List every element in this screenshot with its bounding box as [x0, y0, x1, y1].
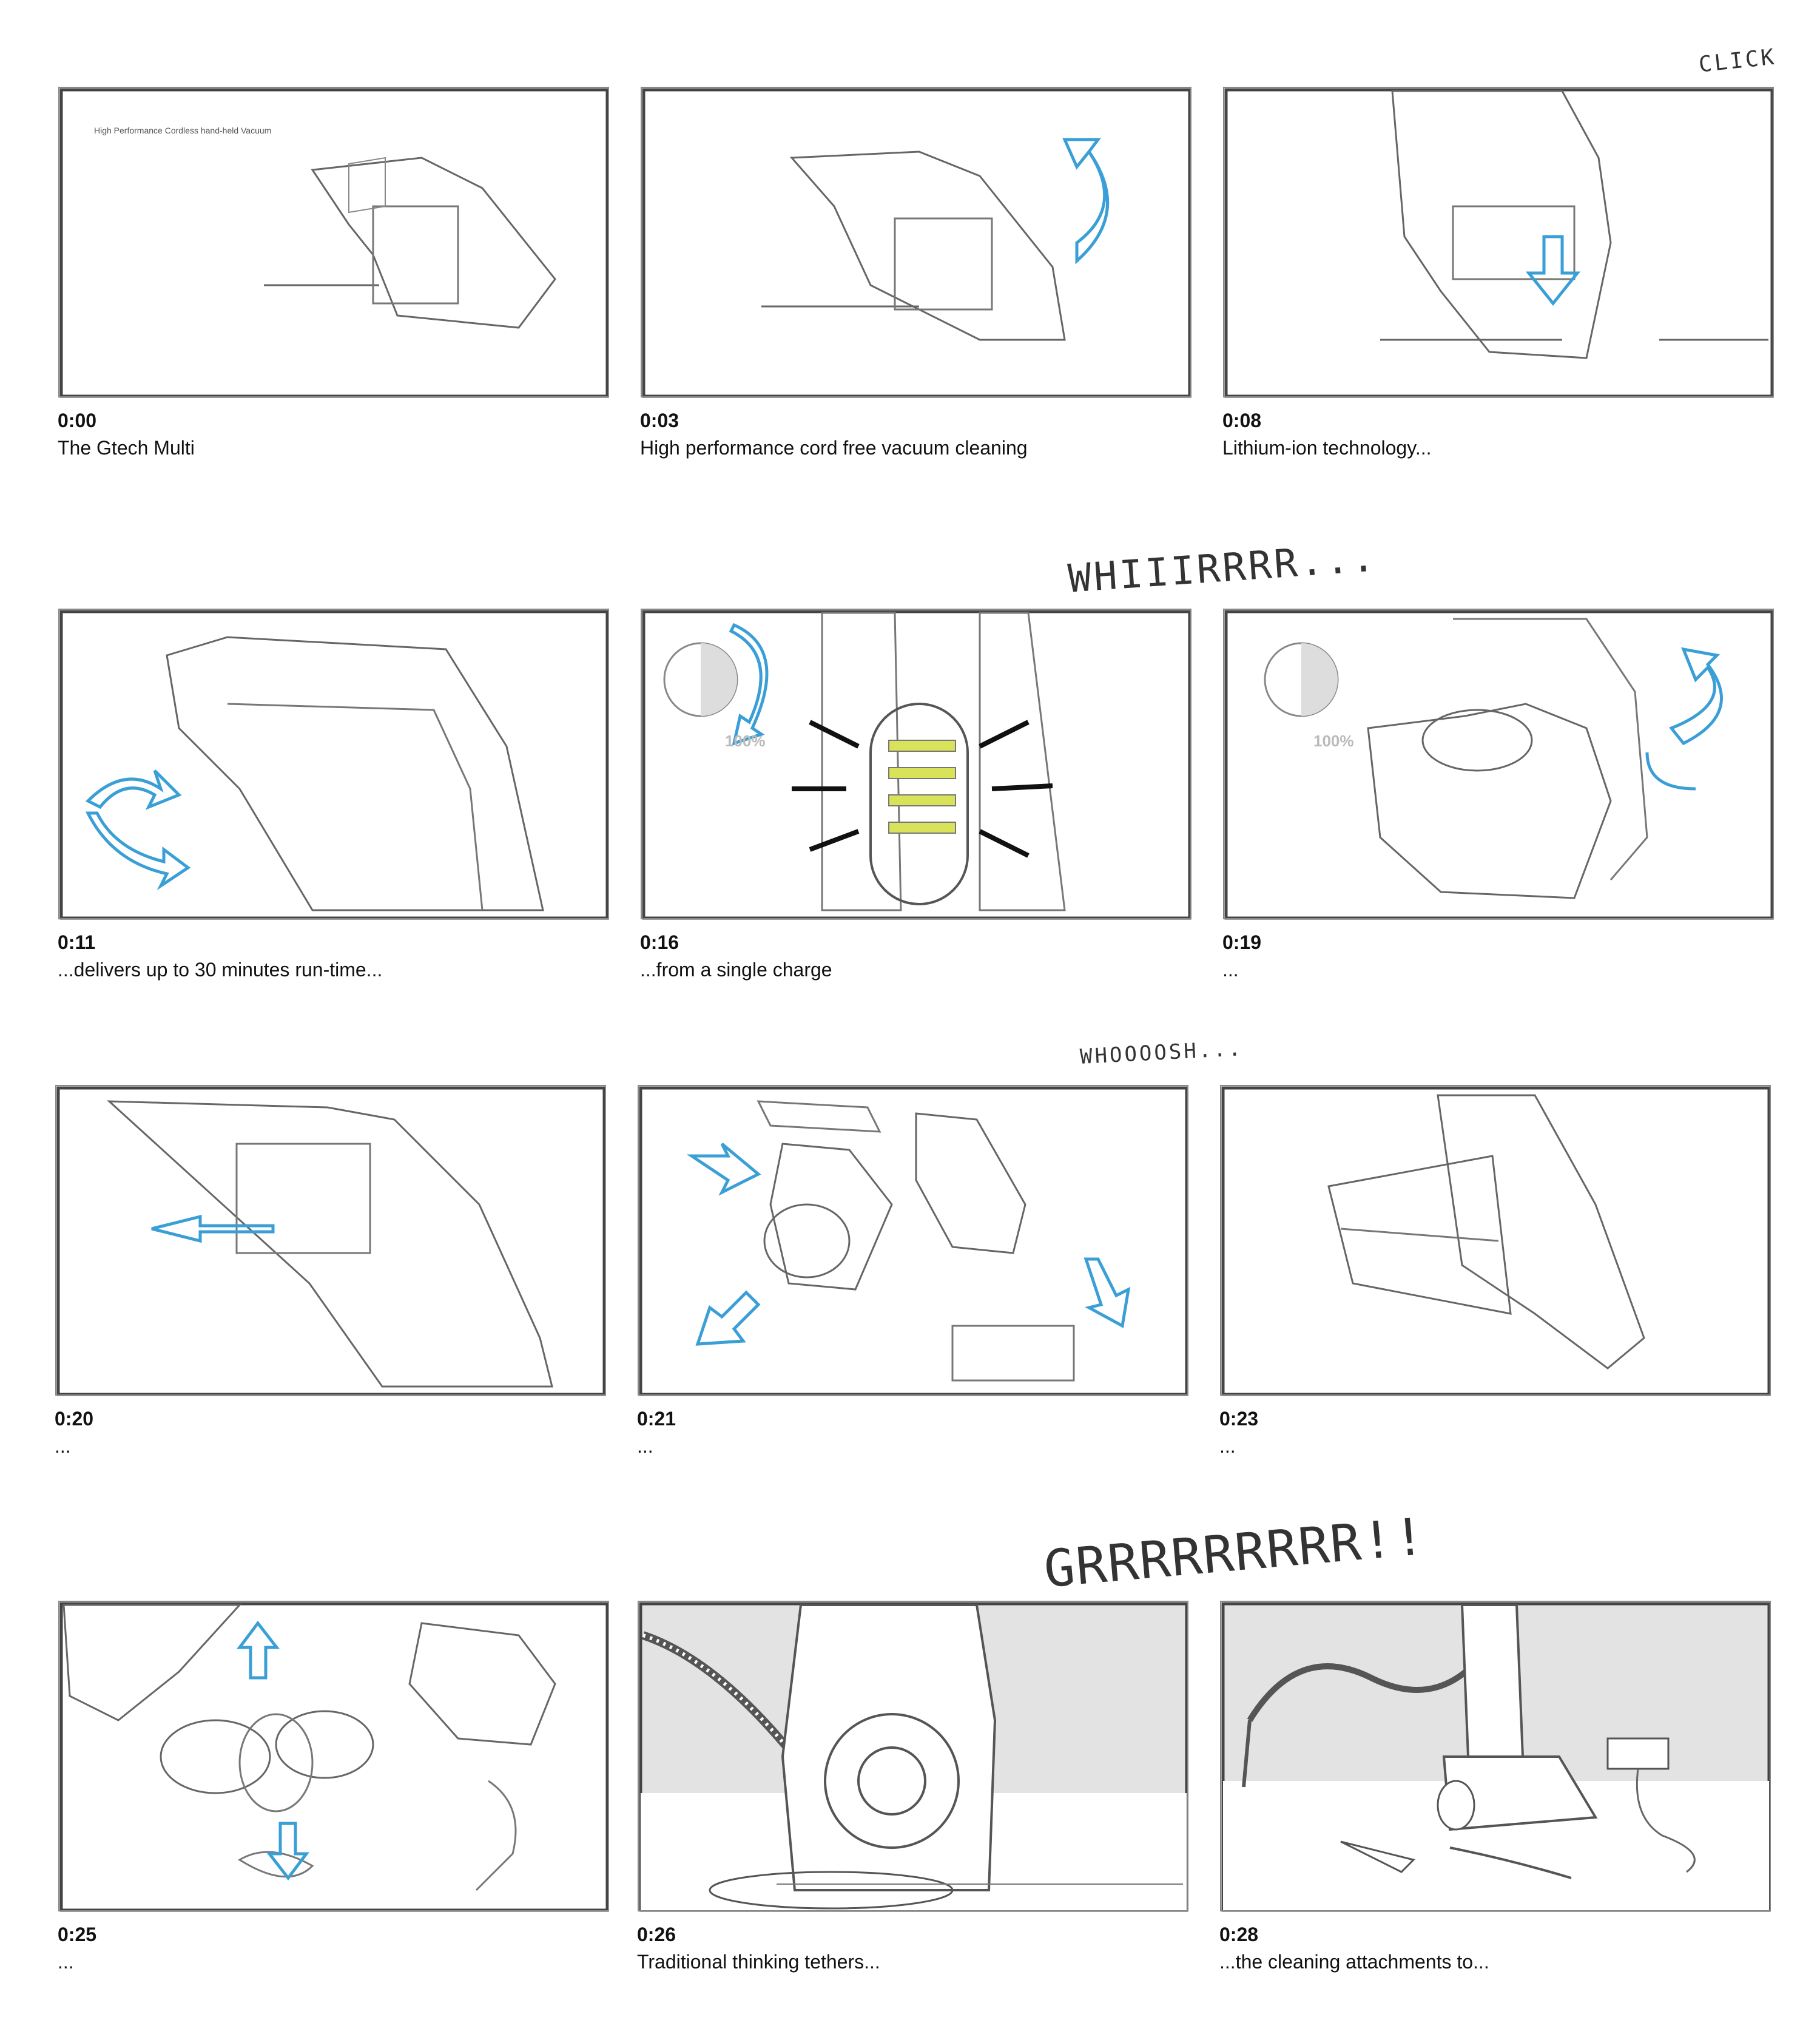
panel-3-caption: Lithium-ion technology...: [1222, 437, 1432, 459]
panel-5-charge-percent: 100%: [725, 732, 766, 750]
sketch-frame-2: [641, 87, 1191, 398]
panel-12-time: 0:28: [1219, 1924, 1259, 1945]
storyboard-panel-10: [58, 1599, 610, 1914]
storyboard-panel-7: [55, 1083, 607, 1399]
panel-8-time: 0:21: [637, 1408, 676, 1430]
sfx-whoosh: WHOOOOSH...: [1079, 1036, 1244, 1070]
panel-1-inset-text: High Performance Cordless hand-held Vacu…: [94, 126, 271, 135]
panel-4-time: 0:11: [58, 931, 96, 953]
storyboard-panel-12: [1219, 1599, 1771, 1914]
panel-10-caption: ...: [58, 1951, 74, 1973]
panel-10-time: 0:25: [58, 1924, 97, 1945]
storyboard-panel-3: [1222, 85, 1774, 400]
sketch-frame-1: High Performance Cordless hand-held Vacu…: [58, 87, 609, 398]
storyboard-panel-8: [637, 1083, 1189, 1399]
sfx-whirr: WHIIIRRRR...: [1067, 535, 1379, 602]
panel-7-caption: ...: [55, 1435, 71, 1457]
sketch-frame-10: [58, 1601, 609, 1912]
storyboard-panel-4: [58, 607, 610, 922]
storyboard-panel-1: High Performance Cordless hand-held Vacu…: [58, 85, 610, 400]
panel-3-time: 0:08: [1222, 410, 1262, 431]
panel-4-caption: ...delivers up to 30 minutes run-time...: [58, 959, 383, 981]
panel-2-caption: High performance cord free vacuum cleani…: [640, 437, 1028, 459]
panel-9-time: 0:23: [1219, 1408, 1259, 1430]
wall-socket-icon: [1606, 1737, 1670, 1770]
panel-5-time: 0:16: [640, 931, 679, 953]
sketch-frame-8: [638, 1085, 1188, 1396]
sfx-growl: GRRRRRRRRR!!: [1041, 1506, 1428, 1600]
sketch-frame-9: [1220, 1085, 1771, 1396]
panel-11-time: 0:26: [637, 1924, 676, 1945]
panel-2-time: 0:03: [640, 410, 679, 431]
sketch-frame-11: [638, 1601, 1188, 1912]
panel-6-caption: ...: [1222, 959, 1239, 981]
panel-6-time: 0:19: [1222, 931, 1262, 953]
panel-11-caption: Traditional thinking tethers...: [637, 1951, 880, 1973]
panel-6-charge-percent: 100%: [1313, 732, 1354, 750]
sketch-frame-4: [58, 609, 609, 920]
storyboard-panel-2: [640, 85, 1192, 400]
panel-8-caption: ...: [637, 1435, 653, 1457]
panel-9-caption: ...: [1219, 1435, 1236, 1457]
sketch-frame-5: 100%: [641, 609, 1191, 920]
storyboard-panel-5: 100%: [640, 607, 1192, 922]
storyboard-panel-6: 100%: [1222, 607, 1774, 922]
panel-5-caption: ...from a single charge: [640, 959, 832, 981]
sketch-frame-6: 100%: [1223, 609, 1774, 920]
storyboard-panel-11: [637, 1599, 1189, 1914]
panel-7-time: 0:20: [55, 1408, 94, 1430]
sketch-frame-12: [1220, 1601, 1771, 1912]
sketch-frame-3: [1223, 87, 1774, 398]
sketch-frame-7: [55, 1085, 606, 1396]
storyboard-panel-9: [1219, 1083, 1771, 1399]
sfx-click: CLICK: [1697, 44, 1778, 78]
panel-1-caption: The Gtech Multi: [58, 437, 195, 459]
panel-12-caption: ...the cleaning attachments to...: [1219, 1951, 1489, 1973]
panel-1-time: 0:00: [58, 410, 97, 431]
